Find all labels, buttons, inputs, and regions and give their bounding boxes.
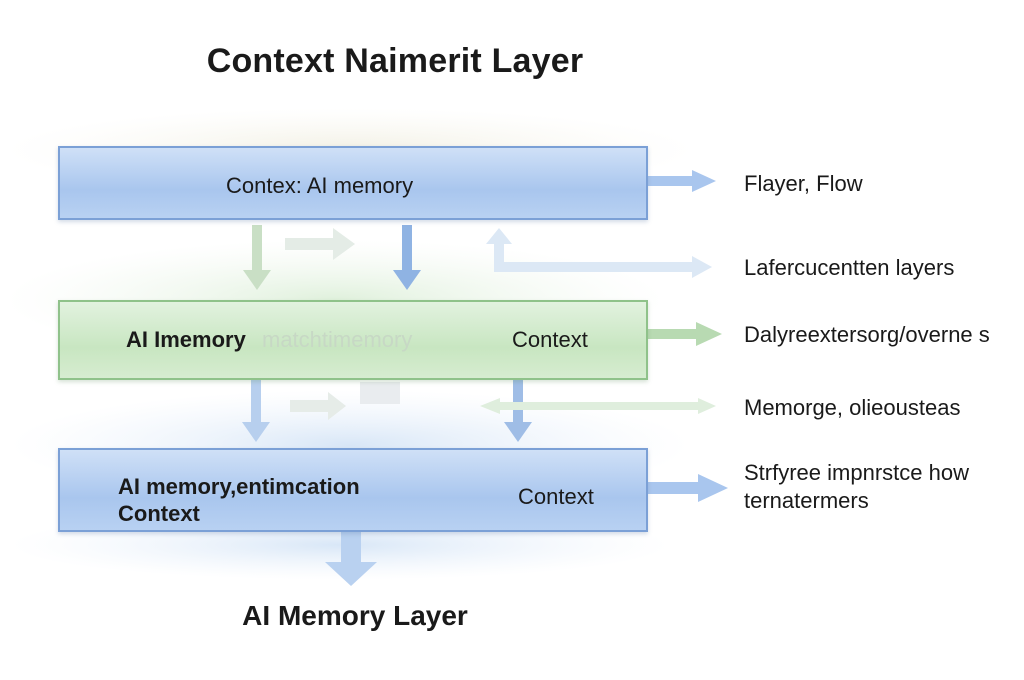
diagram-title: Context Naimerit Layer (206, 42, 584, 80)
layer-3-left-label-line2: Context (118, 501, 200, 526)
layer-1-label: Contex: AI memory (226, 173, 414, 198)
down-arrow-bottom (325, 530, 377, 586)
faint-right-arrow-2 (290, 392, 346, 420)
side-label-flayer: Flayer, Flow (744, 171, 863, 196)
down-arrow-1 (243, 225, 271, 290)
faint-right-arrow-1 (285, 228, 355, 260)
layer-2-right-label: Context (512, 327, 588, 352)
side-label-lafer: Lafercucentten layers (744, 255, 955, 280)
right-arrow-dalyre (648, 322, 722, 346)
right-arrow-strfyree (648, 474, 728, 502)
up-right-bend-arrow (486, 228, 712, 278)
down-arrow-2 (393, 225, 421, 290)
layer-box-2: AI Imemory matchtimemory Context (58, 300, 648, 380)
layer-box-3: AI memory,entimcation Context Context (58, 448, 648, 532)
side-label-ternatermers: ternatermers (744, 488, 869, 513)
layer-2-faint-label: matchtimemory (262, 327, 413, 352)
right-arrow-flayer (648, 170, 716, 192)
layer-3-left-label-line1: AI memory,entimcation (118, 474, 360, 499)
down-arrow-3 (242, 380, 270, 442)
faint-center-block (360, 382, 400, 404)
side-label-strfyree: Strfyree impnrstce how (744, 460, 969, 485)
bottom-layer-title: AI Memory Layer (242, 600, 468, 631)
side-label-dalyre: Dalyreextersorg/overne s (744, 322, 990, 347)
left-arrow-to-memorge (480, 398, 716, 414)
layer-3-right-label: Context (518, 484, 594, 509)
side-label-memorge: Memorge, olieousteas (744, 395, 961, 420)
layer-box-1: Contex: AI memory (58, 146, 648, 220)
layer-2-left-label: AI Imemory (126, 327, 246, 352)
